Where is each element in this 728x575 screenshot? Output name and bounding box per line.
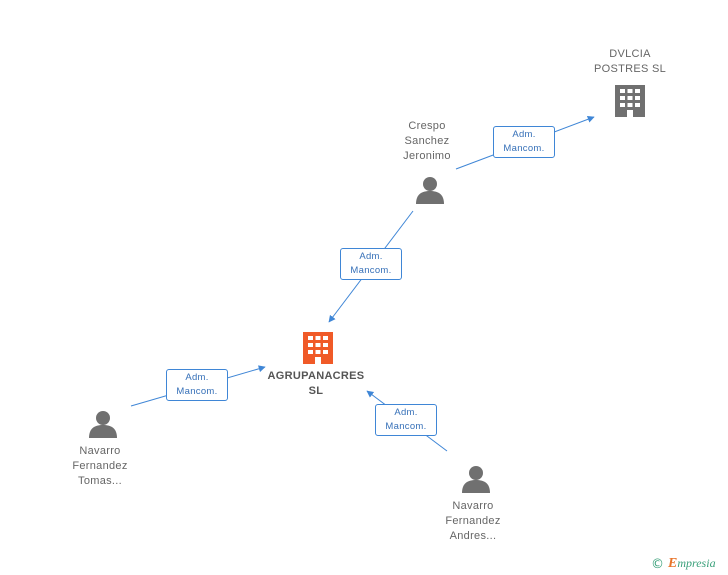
edge-label-line: Adm. xyxy=(185,372,209,383)
node-label-line: Crespo xyxy=(408,120,446,132)
building-icon xyxy=(615,85,645,117)
person-icon xyxy=(462,466,490,493)
node-label-line: SL xyxy=(308,385,324,397)
node-label-line: Navarro xyxy=(79,445,121,457)
edge-label-line: Mancom. xyxy=(385,421,427,432)
brand-logo: Empresia xyxy=(668,556,716,572)
building-icon xyxy=(303,332,333,364)
brand-name: mpresia xyxy=(677,556,716,570)
edge-label-crespo-agrupanacres[interactable]: Adm. Mancom. xyxy=(340,248,402,280)
edge-label-andres-agrupanacres[interactable]: Adm. Mancom. xyxy=(375,404,437,436)
edge-label-line: Mancom. xyxy=(176,386,218,397)
edge-label-crespo-dvlcia[interactable]: Adm. Mancom. xyxy=(493,126,555,158)
node-label-line: Fernandez xyxy=(72,460,128,472)
node-label-crespo[interactable]: Crespo Sanchez Jeronimo xyxy=(382,119,472,164)
node-label-line: Sanchez xyxy=(404,135,450,147)
node-label-line: Navarro xyxy=(452,500,494,512)
node-label-line: POSTRES SL xyxy=(593,63,667,75)
node-label-navarro-tomas[interactable]: Navarro Fernandez Tomas... xyxy=(55,444,145,489)
node-label-dvlcia[interactable]: DVLCIA POSTRES SL xyxy=(580,47,680,77)
edge-label-line: Mancom. xyxy=(503,143,545,154)
edge-label-line: Mancom. xyxy=(350,265,392,276)
edge-label-line: Adm. xyxy=(394,407,418,418)
person-icon xyxy=(89,411,117,438)
person-icon xyxy=(416,177,444,204)
edge-label-line: Adm. xyxy=(359,251,383,262)
edge-label-line: Adm. xyxy=(512,129,536,140)
copyright-icon: © xyxy=(651,556,664,572)
node-label-line: Fernandez xyxy=(445,515,501,527)
brand-initial: E xyxy=(668,556,678,571)
node-label-line: Tomas... xyxy=(78,475,122,487)
node-label-line: Jeronimo xyxy=(403,150,451,162)
node-label-agrupanacres[interactable]: AGRUPANACRES SL xyxy=(256,369,376,399)
brand-watermark: © Empresia xyxy=(651,555,716,573)
edge-label-tomas-agrupanacres[interactable]: Adm. Mancom. xyxy=(166,369,228,401)
node-label-line: DVLCIA xyxy=(609,48,651,60)
node-label-navarro-andres[interactable]: Navarro Fernandez Andres... xyxy=(428,499,518,544)
node-label-line: Andres... xyxy=(449,530,497,542)
node-label-line: AGRUPANACRES xyxy=(267,370,365,382)
